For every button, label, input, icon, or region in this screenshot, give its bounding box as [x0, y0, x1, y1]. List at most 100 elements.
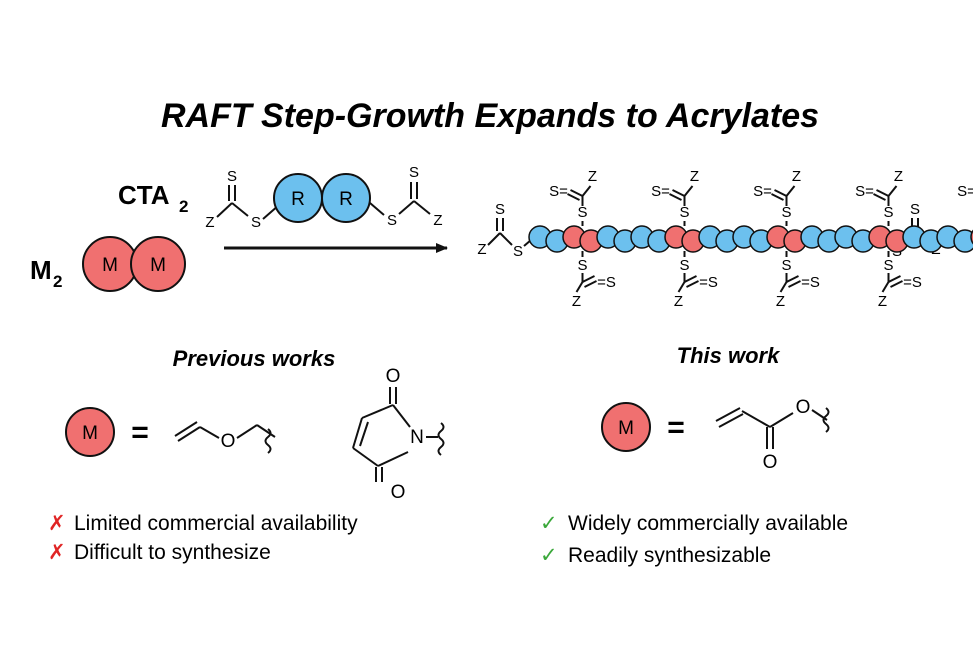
polymer-beads — [528, 225, 973, 253]
this-work-equals: = — [667, 411, 685, 444]
polymer-pendant-z: Z — [894, 168, 903, 185]
maleimide-top-oxygen: O — [386, 366, 401, 387]
polymer-pendant-s: S — [781, 204, 791, 221]
polymer-side-bond — [686, 280, 699, 288]
polymer-side-bond — [887, 185, 898, 197]
vinyl-ether-structure: O — [174, 421, 276, 454]
polymer-pendant-s: S — [577, 204, 587, 221]
cta-right-thiocarbonyl-s: S — [409, 164, 419, 181]
polymer-pendant-thiocarbonyl-s: =S — [903, 274, 922, 291]
this-work-heading: This work — [677, 343, 781, 368]
polymer-pendant-thiocarbonyl-s: S= — [651, 183, 670, 200]
maleimide-wavy-bond — [437, 422, 445, 456]
polymer-side-bond — [881, 281, 890, 293]
previous-m-equation: M = — [65, 407, 149, 457]
polymer-pendant-s: S — [781, 257, 791, 274]
this-work-m-label: M — [618, 418, 634, 439]
maleimide-structure: O O N — [352, 366, 445, 503]
polymer-side-bond — [788, 280, 801, 288]
polymer-pendant-s: S — [679, 257, 689, 274]
polymer-left-thiocarbonyl-s: S — [495, 201, 505, 218]
polymer-pendant-z: Z — [572, 293, 581, 310]
polymer-side-bond — [888, 275, 901, 283]
previous-equals: = — [131, 416, 149, 449]
m2-bead-2 — [130, 236, 186, 292]
polymer-side-bond — [672, 189, 685, 197]
polymer-side-bond — [684, 275, 697, 283]
polymer-side-bond — [669, 193, 682, 201]
m2-label-2: M — [150, 255, 166, 276]
cta-right-z: Z — [433, 212, 442, 229]
polymer-pendant-z: Z — [776, 293, 785, 310]
previous-cons-list: ✗ Limited commercial availability ✗ Diff… — [48, 512, 358, 564]
cta-r-label-1: R — [291, 189, 305, 210]
maleimide-nitrogen: N — [410, 427, 424, 448]
polymer-side-bond — [677, 281, 686, 293]
this-work-pro-1: Widely commercially available — [568, 512, 848, 535]
acrylate-structure: O O — [715, 397, 830, 473]
cta2-structure: S Z S R R S S Z — [205, 164, 442, 231]
polymer-pendant-s: S — [577, 257, 587, 274]
m2-label-1: M — [102, 255, 118, 276]
polymer-side-bond — [570, 189, 583, 197]
previous-con-2: Difficult to synthesize — [74, 541, 271, 564]
acrylate-carbonyl-oxygen: O — [763, 452, 778, 473]
polymer-pendant-z: Z — [588, 168, 597, 185]
cta-label-subscript: 2 — [179, 197, 188, 216]
polymer-chain: Z S S S S Z SS=ZSS=ZSS=ZSS=ZSS=ZS=SZS=SZ… — [477, 168, 973, 310]
polymer-pendant-thiocarbonyl-s: S= — [549, 183, 568, 200]
polymer-side-bond — [774, 189, 787, 197]
polymer-side-bond — [584, 280, 597, 288]
check-icon: ✓ — [540, 544, 558, 567]
cta-r-label-2: R — [339, 189, 353, 210]
page-title: RAFT Step-Growth Expands to Acrylates — [161, 97, 819, 135]
cta-r-bead-2 — [321, 173, 371, 223]
polymer-side-bond — [771, 193, 784, 201]
cta2-label: CTA 2 — [118, 180, 188, 216]
polymer-side-bond — [785, 185, 796, 197]
polymer-pendant-z: Z — [690, 168, 699, 185]
polymer-pendant-s: S — [679, 204, 689, 221]
polymer-side-bond — [876, 189, 889, 197]
this-work-pro-2: Readily synthesizable — [568, 544, 771, 567]
previous-m-bead — [65, 407, 115, 457]
polymer-pendant-z: Z — [792, 168, 801, 185]
this-work-pros-list: ✓ Widely commercially available ✓ Readil… — [540, 512, 848, 567]
polymer-pendant-thiocarbonyl-s: S= — [957, 183, 973, 200]
polymer-bead-cta — [953, 229, 973, 253]
polymer-side-bond — [581, 185, 592, 197]
acrylate-wavy-bond — [822, 407, 830, 433]
cta-left-s: S — [251, 214, 261, 231]
previous-m-label: M — [82, 423, 98, 444]
cross-icon: ✗ — [48, 541, 66, 564]
polymer-left-z: Z — [477, 241, 486, 258]
polymer-side-bond — [683, 185, 694, 197]
polymer-pendant-thiocarbonyl-s: S= — [855, 183, 874, 200]
vinyl-ether-wavy-bond — [264, 428, 272, 454]
polymer-pendant-s: S — [883, 257, 893, 274]
previous-works-heading: Previous works — [173, 346, 336, 371]
m2-structure: M M — [82, 236, 186, 292]
cross-icon: ✗ — [48, 512, 66, 535]
polymer-pendant-z: Z — [878, 293, 887, 310]
polymer-pendant-thiocarbonyl-s: =S — [801, 274, 820, 291]
this-work-m-equation: M = — [601, 402, 685, 452]
polymer-side-bond — [582, 275, 595, 283]
acrylate-ester-oxygen: O — [796, 397, 811, 418]
polymer-side-bond — [890, 280, 903, 288]
previous-con-1: Limited commercial availability — [74, 512, 358, 535]
polymer-pendant-z: Z — [674, 293, 683, 310]
cta-label-text: CTA — [118, 180, 170, 210]
check-icon: ✓ — [540, 512, 558, 535]
polymer-left-s: S — [513, 243, 523, 260]
cta-left-thiocarbonyl-s: S — [227, 168, 237, 185]
polymer-side-bond — [575, 281, 584, 293]
maleimide-bottom-oxygen: O — [391, 482, 406, 503]
this-work-m-bead — [601, 402, 651, 452]
polymer-pendant-thiocarbonyl-s: =S — [699, 274, 718, 291]
polymer-side-bond — [873, 193, 886, 201]
polymer-right-thiocarbonyl-s: S — [910, 201, 920, 218]
m2-label: M 2 — [30, 255, 62, 291]
polymer-side-bond — [786, 275, 799, 283]
